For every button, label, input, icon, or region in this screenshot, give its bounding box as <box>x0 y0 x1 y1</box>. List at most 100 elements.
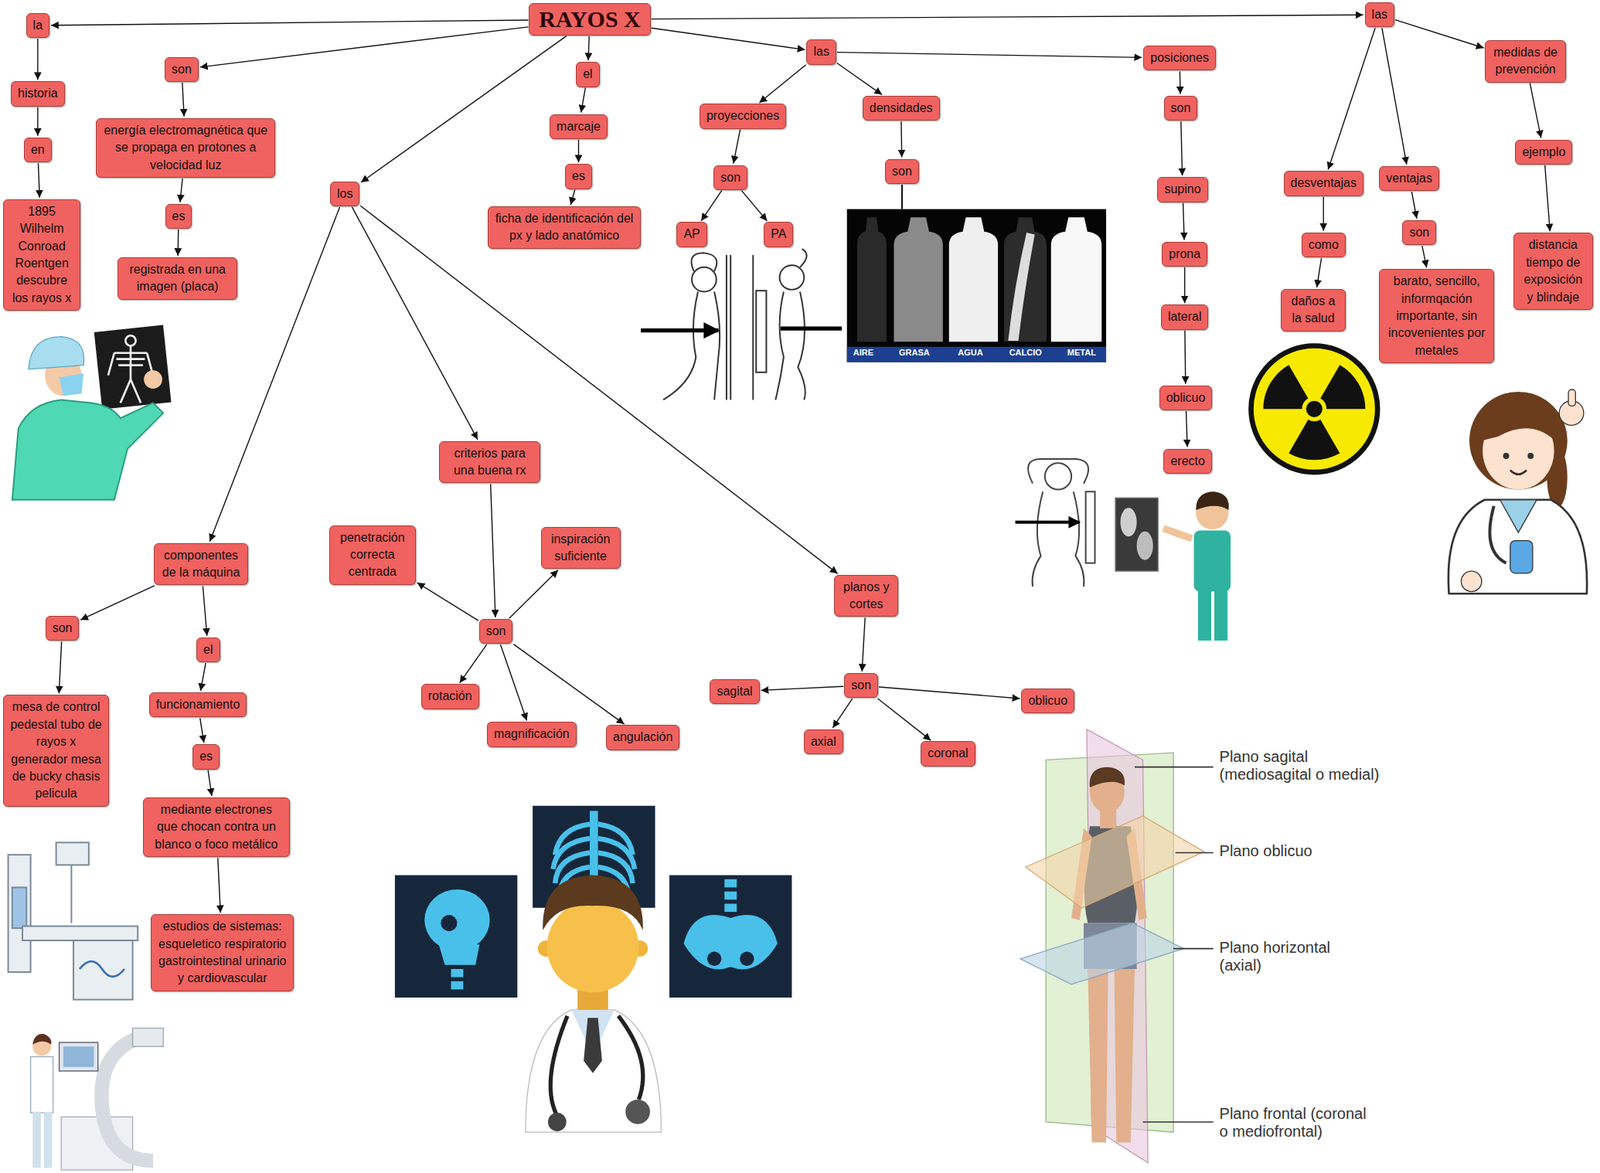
doctor-illustration <box>1568 389 1576 406</box>
concept-box: funcionamiento <box>149 692 248 718</box>
doctor-illustration <box>1510 470 1527 475</box>
node-text: posiciones <box>1150 49 1209 67</box>
projection-figures <box>780 326 842 331</box>
c-arm-illustration <box>32 1112 41 1169</box>
xray-machine-illustration <box>12 887 27 929</box>
node-text: lateral <box>1167 308 1202 326</box>
connector-arrow <box>38 163 41 198</box>
node-text: el <box>203 641 213 659</box>
body-planes-illustration <box>1175 852 1214 855</box>
projection-figures <box>691 267 717 293</box>
radiologist-illustration <box>108 353 154 376</box>
connector-arrow <box>360 36 567 183</box>
density-image <box>949 217 998 342</box>
c-arm-illustration <box>44 1112 53 1169</box>
body-planes-illustration <box>1143 1121 1214 1124</box>
concept-box: erecto <box>1163 449 1212 474</box>
node-text: coronal <box>927 745 968 763</box>
doctor-illustration <box>1469 391 1568 491</box>
concept-box: planos y cortes <box>834 575 899 618</box>
density-image <box>901 184 903 210</box>
radiation-symbol <box>1288 419 1340 460</box>
position-figures <box>1214 589 1228 641</box>
node-text: oblicuo <box>1028 692 1068 710</box>
c-arm-illustration <box>59 1042 99 1072</box>
node-text: densidades <box>869 99 933 117</box>
body-planes-illustration <box>1173 948 1213 950</box>
connector-arrow <box>733 129 741 164</box>
node-text: AP <box>683 225 700 243</box>
node-text: 1895 Wilhelm Conroad Roentgen descubre l… <box>10 203 74 307</box>
concept-box: son <box>844 673 879 698</box>
xray-images-illustration <box>707 952 722 967</box>
concept-box: proyecciones <box>699 103 787 129</box>
connector-arrow <box>459 644 487 684</box>
projection-figures <box>640 248 842 400</box>
xray-images-illustration <box>724 879 737 889</box>
radiologist-illustration <box>129 345 133 380</box>
projection-figures <box>640 328 719 333</box>
body-planes-illustration <box>1089 767 1125 788</box>
doctor-illustration <box>1510 541 1533 574</box>
concept-box: componentes de la máquina <box>153 543 249 586</box>
concept-box: son <box>164 57 199 82</box>
connector-arrow <box>417 582 479 621</box>
connector-arrow <box>200 718 205 743</box>
node-text: las <box>1371 6 1388 24</box>
concept-box: el <box>575 61 600 87</box>
xray-machine-illustration <box>70 864 72 923</box>
radiation-symbol <box>1251 345 1379 473</box>
doctor-illustration <box>1503 452 1510 460</box>
connector-arrow <box>570 190 575 206</box>
body-planes-illustration <box>1134 766 1214 769</box>
density-label: GRASA <box>898 347 930 358</box>
connector-arrow <box>1179 71 1182 94</box>
node-text: como <box>1308 236 1339 254</box>
doctor-illustration <box>1500 500 1538 533</box>
connector-arrow <box>180 178 183 203</box>
xray-images-illustration <box>554 824 633 856</box>
concept-box: registrada en una imagen (placa) <box>117 257 237 300</box>
node-text: son <box>720 169 741 187</box>
concept-box: la <box>26 13 50 38</box>
concept-box: 1895 Wilhelm Conroad Roentgen descubre l… <box>3 199 81 311</box>
concept-box: como <box>1301 232 1346 258</box>
connector-arrow <box>200 27 528 68</box>
connector-arrow <box>878 687 1020 699</box>
connector-arrow <box>1529 83 1541 139</box>
connector-arrow <box>578 139 579 163</box>
node-text: oblicuo <box>1166 389 1206 407</box>
connector-arrow <box>1181 121 1183 176</box>
connector-arrow <box>1327 27 1376 170</box>
body-planes-illustration <box>1025 816 1205 909</box>
node-text: magnificación <box>493 725 570 743</box>
node-text: angulación <box>612 728 673 746</box>
connector-arrow <box>1184 267 1185 303</box>
xray-images-illustration <box>724 891 737 901</box>
projection-figures <box>800 248 807 268</box>
connector-arrow <box>1184 330 1186 385</box>
position-figures <box>1085 491 1096 563</box>
node-text: funcionamiento <box>156 696 241 714</box>
projection-figures <box>755 290 766 373</box>
node-text: criterios para una buena rx <box>445 445 534 480</box>
node-text: en <box>30 141 45 159</box>
node-text: la <box>33 17 43 35</box>
density-image <box>1004 217 1047 342</box>
connector-arrow <box>701 190 722 222</box>
concept-box: sagital <box>709 679 760 705</box>
connector-arrow <box>490 483 496 618</box>
node-text: ficha de identificación del px y lado an… <box>494 210 634 246</box>
doctor-illustration <box>1460 571 1481 592</box>
body-planes-illustration <box>1087 969 1108 1143</box>
concept-box: en <box>23 137 52 163</box>
connector-arrow <box>51 20 528 26</box>
connector-arrow <box>351 207 478 440</box>
xray-images-illustration <box>618 1016 644 1100</box>
body-planes-illustration <box>1114 969 1135 1143</box>
radiologist-illustration <box>94 325 172 410</box>
connector-arrow <box>837 52 1142 58</box>
node-text: el <box>582 65 593 83</box>
topic-box: RAYOS X <box>528 3 651 36</box>
position-figures <box>1120 507 1138 537</box>
